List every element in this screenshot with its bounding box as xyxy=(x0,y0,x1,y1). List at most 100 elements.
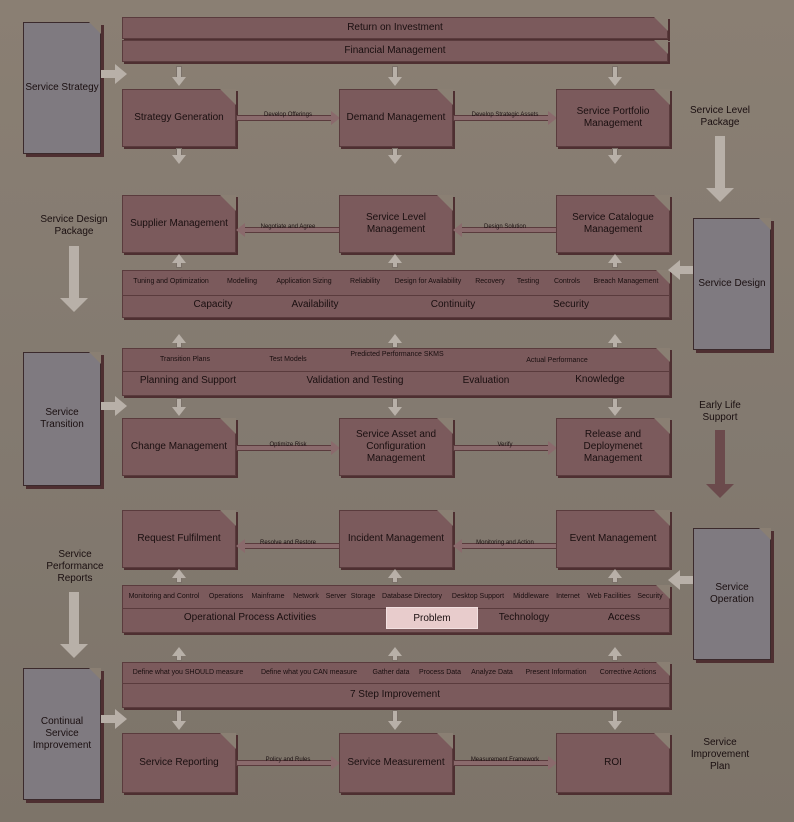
transition-activities-bar xyxy=(122,348,670,396)
op-main-0: Operational Process Activities xyxy=(183,612,317,623)
release-deployment-box: Release and Deploymenet Management xyxy=(556,418,670,476)
arrow-tr-down-3 xyxy=(608,398,622,416)
design-solution-arrow: Design Solution xyxy=(453,223,557,237)
csi-label: Continual Service Improvement xyxy=(32,716,92,751)
verify-label: Verify xyxy=(497,442,513,448)
develop-offerings-arrow: Develop Offerings xyxy=(236,111,340,125)
service-portfolio-management-box: Service Portfolio Management xyxy=(556,89,670,147)
transition-main-2: Evaluation xyxy=(462,375,510,386)
design-main-security: Security xyxy=(552,299,590,310)
service-portfolio-management-label: Service Portfolio Management xyxy=(576,106,650,129)
arrow-tr-down-2 xyxy=(388,398,402,416)
service-reporting-label: Service Reporting xyxy=(139,757,219,768)
change-management-label: Change Management xyxy=(130,441,228,452)
financial-management-label: Financial Management xyxy=(344,45,446,56)
arrow-sm-up xyxy=(172,254,186,268)
arrow-spm-down xyxy=(608,148,622,164)
arrow-fin-sg xyxy=(172,66,186,86)
op-sub-8: Middleware xyxy=(513,593,549,600)
transition-main-1: Validation and Testing xyxy=(306,375,404,386)
csi-sub-4: Analyze Data xyxy=(471,669,513,676)
monitoring-action-arrow: Monitoring and Action xyxy=(453,539,557,553)
spr-arrow xyxy=(60,592,88,658)
verify-arrow: Verify xyxy=(453,441,557,455)
service-design-label: Service Design xyxy=(698,278,766,289)
roi-bar: Return on Investment xyxy=(122,17,668,39)
transition-sub-2: Predicted Performance SKMS xyxy=(350,351,444,358)
csi-sub-5: Present Information xyxy=(525,669,587,676)
arrow-tr-down-1 xyxy=(172,398,186,416)
op-sub-3: Network xyxy=(293,593,319,600)
roi-box-label: ROI xyxy=(604,757,622,768)
service-level-management-box: Service Level Management xyxy=(339,195,453,253)
csi-arrow xyxy=(101,709,127,729)
transition-sub-1: Test Models xyxy=(269,356,307,363)
arrow-op-up-3 xyxy=(608,569,622,583)
op-sub-11: Security xyxy=(637,593,663,600)
op-sub-4: Server xyxy=(325,593,347,600)
policy-rules-label: Policy and Rules xyxy=(265,757,311,763)
request-fulfilment-box: Request Fulfilment xyxy=(122,510,236,568)
change-management-box: Change Management xyxy=(122,418,236,476)
transition-sub-0: Transition Plans xyxy=(160,356,210,363)
service-transition-label: Service Transition xyxy=(40,407,84,430)
csi-page: Continual Service Improvement xyxy=(23,668,101,800)
roi-box: ROI xyxy=(556,733,670,793)
op-sub-5: Storage xyxy=(350,593,376,600)
demand-management-label: Demand Management xyxy=(346,112,446,123)
arrow-tr-up-2 xyxy=(388,334,402,348)
monitoring-action-label: Monitoring and Action xyxy=(476,540,534,546)
service-measurement-label: Service Measurement xyxy=(347,757,445,768)
demand-management-box: Demand Management xyxy=(339,89,453,147)
resolve-restore-label: Resolve and Restore xyxy=(259,540,317,546)
design-sub-0: Tuning and Optimization xyxy=(133,278,209,285)
arrow-fin-spm xyxy=(608,66,622,86)
service-catalogue-management-label: Service Catalogue Management xyxy=(572,212,654,235)
op-sub-1: Operations xyxy=(208,593,244,600)
roi-bar-label: Return on Investment xyxy=(347,22,443,33)
csi-sub-2: Gather data xyxy=(372,669,410,676)
op-sub-7: Desktop Support xyxy=(451,593,505,600)
csi-sub-1: Define what you CAN measure xyxy=(260,669,358,676)
design-main-availability: Availability xyxy=(291,299,339,310)
service-reporting-box: Service Reporting xyxy=(122,733,236,793)
arrow-csi-up-3 xyxy=(608,647,622,661)
csi-sub-3: Process Data xyxy=(418,669,462,676)
service-transition-page: Service Transition xyxy=(23,352,101,486)
service-asset-config-box: Service Asset and Configuration Manageme… xyxy=(339,418,453,476)
arrow-sg-down xyxy=(172,148,186,164)
negotiate-agree-label: Negotiate and Agree xyxy=(260,224,316,230)
supplier-management-box: Supplier Management xyxy=(122,195,236,253)
design-sub-5: Recovery xyxy=(475,278,505,285)
service-performance-reports-label: Service Performance Reports xyxy=(46,549,104,584)
arrow-dm-down xyxy=(388,148,402,164)
arrow-fin-dm xyxy=(388,66,402,86)
service-operation-page: Service Operation xyxy=(693,528,771,660)
strategy-generation-box: Strategy Generation xyxy=(122,89,236,147)
financial-management-bar: Financial Management xyxy=(122,40,668,62)
operation-page-arrow xyxy=(668,570,696,590)
incident-management-label: Incident Management xyxy=(347,533,445,544)
incident-management-box: Incident Management xyxy=(339,510,453,568)
service-strategy-label: Service Strategy xyxy=(25,82,99,93)
measurement-framework-label: Measurement Framework xyxy=(470,757,540,763)
arrow-csi-down-1 xyxy=(172,710,186,730)
service-operation-label: Service Operation xyxy=(710,582,754,605)
resolve-restore-arrow: Resolve and Restore xyxy=(236,539,340,553)
problem-highlight[interactable]: Problem xyxy=(386,607,478,629)
op-main-3: Access xyxy=(607,612,641,623)
early-life-support-label: Early Life Support xyxy=(699,400,741,423)
design-sub-7: Controls xyxy=(553,278,581,285)
service-design-package-label: Service Design Package xyxy=(40,214,108,237)
design-main-continuity: Continuity xyxy=(430,299,476,310)
service-strategy-page: Service Strategy xyxy=(23,22,101,154)
optimize-risk-label: Optimize Risk xyxy=(269,442,307,448)
event-management-box: Event Management xyxy=(556,510,670,568)
els-arrow xyxy=(706,430,734,498)
service-measurement-box: Service Measurement xyxy=(339,733,453,793)
transition-arrow xyxy=(101,396,127,416)
csi-sub-6: Corrective Actions xyxy=(599,669,657,676)
design-main-capacity: Capacity xyxy=(193,299,233,310)
event-management-label: Event Management xyxy=(569,533,657,544)
